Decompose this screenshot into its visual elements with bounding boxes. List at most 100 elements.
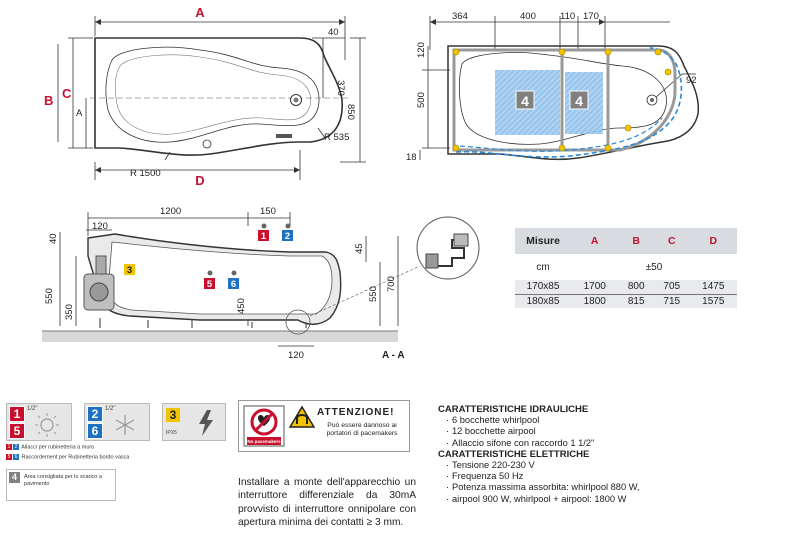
section-mark-6: 6	[231, 279, 236, 290]
area-mark-4a: 4	[521, 93, 529, 109]
measures-unit-row: cm ±50	[515, 254, 737, 280]
table-cell: 705	[663, 281, 681, 293]
dim-120: 120	[416, 42, 427, 58]
electric-title: CARATTERISTICHE ELETTRICHE	[438, 448, 590, 460]
legend-mini-1: 1	[6, 444, 12, 450]
no-pacemaker-text: No pacemakers	[247, 439, 281, 444]
dim-40-section: 40	[48, 233, 59, 244]
dim-18: 18	[406, 152, 417, 163]
table-cell: 180x85	[526, 295, 560, 307]
dim-350: 350	[64, 304, 75, 320]
table-cell: 800	[627, 281, 645, 293]
table-cell: 1800	[583, 295, 606, 307]
legend-row-drain: 4 Area consigliata per lo scarico a pavi…	[6, 469, 116, 501]
top-view-drawing: A D B C A 40 370 850 R 535 R 1500	[44, 5, 366, 188]
label-C: C	[62, 86, 72, 101]
dim-500: 500	[416, 92, 427, 108]
label-A-small: A	[76, 108, 83, 119]
section-mark-2: 2	[285, 231, 290, 242]
measures-header-d: D	[709, 235, 718, 247]
legend-ipx5: IPX5	[166, 430, 177, 436]
dim-45: 45	[354, 243, 365, 254]
specs-panel: CARATTERISTICHE IDRAULICHE 6 bocchette w…	[438, 404, 658, 505]
dim-450: 450	[236, 298, 247, 314]
label-B: B	[44, 93, 53, 108]
hydraulic-list: 6 bocchette whirlpool 12 bocchette airpo…	[438, 415, 658, 449]
legend-mark-3: 3	[166, 408, 180, 422]
warning-title: ATTENZIONE!	[317, 407, 395, 418]
legend-box-electric: 3 IPX5	[162, 403, 226, 441]
list-item: Allaccio sifone con raccordo 1 1/2"	[446, 438, 658, 449]
legend-mini-5: 5	[6, 454, 12, 460]
dim-550-right: 550	[368, 286, 379, 302]
warning-magnet-icon	[289, 405, 315, 428]
section-mark-3: 3	[127, 265, 132, 276]
legend-box-wall-taps: 1 5 1/2"	[6, 403, 72, 441]
measures-header-b: B	[632, 235, 640, 247]
dim-370: 370	[335, 80, 346, 96]
measures-table: Misure A B C D cm ±50 170x85 1700 800 70…	[515, 228, 737, 308]
legend-mark-2: 2	[87, 406, 103, 422]
table-row: 180x85 1800 815 715 1575	[515, 294, 737, 308]
label-D: D	[195, 173, 204, 188]
legend-text-rim: Raccordement per Rubinetteria bordo vasc…	[21, 454, 130, 461]
list-item: Tensione 220-230 V	[446, 460, 658, 471]
legend-text-wall: Allacci per rubinetteria a muro	[21, 444, 95, 451]
install-note: Installare a monte dell'apparecchio un i…	[238, 477, 416, 528]
legend-box-rim-taps: 2 6 1/2"	[84, 403, 150, 441]
sun-icon	[35, 413, 59, 437]
table-cell: 1575	[702, 295, 725, 307]
measures-header-a: A	[590, 235, 599, 247]
measures-header-misure: Misure	[526, 235, 560, 247]
plan-view-drawing: 4 4 364 400 110 170 120 500 18 92	[406, 11, 700, 163]
dim-150: 150	[260, 206, 276, 217]
dim-r1500: R 1500	[130, 168, 161, 179]
section-mark-5: 5	[207, 279, 213, 290]
section-view-drawing: 1 2 3 5 6 1200 150 40 120 45 550 350 450…	[42, 206, 480, 361]
legend-mini-6: 6	[13, 454, 19, 460]
table-cell: 1475	[702, 281, 725, 293]
legend-half-inch-2: 1/2"	[105, 406, 116, 412]
legend-half-inch-1: 1/2"	[27, 406, 38, 412]
table-cell: 715	[663, 295, 681, 307]
measures-unit: cm	[536, 261, 550, 273]
no-pacemaker-sign: No pacemakers	[243, 405, 285, 447]
area-mark-4b: 4	[575, 93, 583, 109]
hydraulic-title: CARATTERISTICHE IDRAULICHE	[438, 404, 589, 415]
dim-700: 700	[386, 276, 397, 292]
list-item: Frequenza 50 Hz	[446, 471, 658, 482]
legend-mini-2: 2	[13, 444, 19, 450]
dim-110: 110	[560, 11, 575, 22]
table-cell: 170x85	[526, 281, 560, 293]
list-item: 12 bocchette airpool	[446, 426, 658, 437]
section-label: A - A	[382, 350, 405, 361]
list-item: Potenza massima assorbita: whirlpool 880…	[446, 482, 658, 493]
list-item: 6 bocchette whirlpool	[446, 415, 658, 426]
table-row: 170x85 1700 800 705 1475	[515, 280, 737, 294]
section-mark-1: 1	[261, 231, 267, 242]
electric-list: Tensione 220-230 V Frequenza 50 Hz Poten…	[438, 460, 658, 505]
dim-40: 40	[328, 27, 339, 38]
dim-170: 170	[583, 11, 599, 22]
label-A: A	[195, 5, 205, 20]
legend-mark-5: 5	[9, 423, 25, 439]
dim-92: 92	[686, 75, 697, 86]
warning-text: Può essere dannoso ai portatori di pacem…	[326, 422, 398, 437]
lightning-icon	[199, 410, 213, 436]
dim-120-section: 120	[92, 221, 108, 232]
measures-header-row: Misure A B C D	[515, 228, 737, 254]
dim-120-bottom: 120	[288, 350, 304, 361]
legend-text-drain: Area consigliata per lo scarico a pavime…	[24, 474, 102, 487]
legend-mark-1: 1	[9, 406, 25, 422]
measures-header-c: C	[667, 235, 676, 247]
warning-box: No pacemakers ATTENZIONE! Può essere dan…	[238, 400, 410, 452]
list-item: airpool 900 W, whirlpool + airpool: 1800…	[446, 494, 658, 505]
dim-364: 364	[452, 11, 468, 22]
dim-550: 550	[44, 288, 55, 304]
dim-1200: 1200	[160, 206, 181, 217]
dim-r535: R 535	[324, 132, 349, 143]
legend-mark-4: 4	[9, 472, 20, 483]
